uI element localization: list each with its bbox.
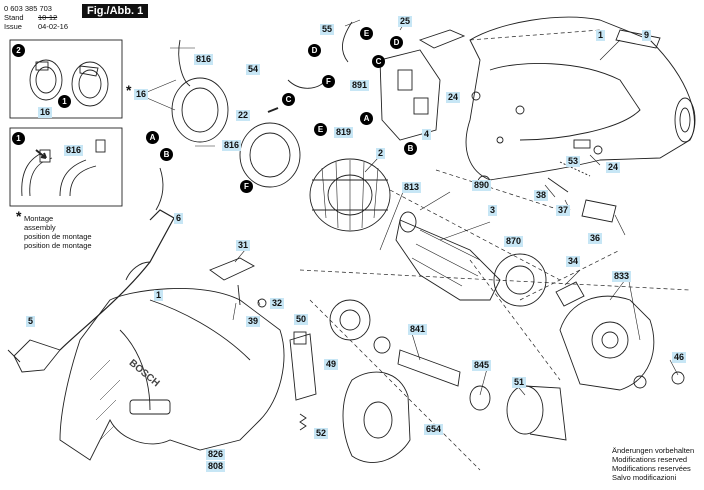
montage-star: * <box>16 208 22 224</box>
part-label-816: 816 <box>194 54 214 65</box>
montage-note: Montage assembly position de montage pos… <box>24 214 92 250</box>
marker-f: F <box>240 180 253 193</box>
part-label-31: 31 <box>236 240 251 251</box>
callout-lines <box>139 19 679 396</box>
note-fr: Modifications reservées <box>612 464 691 473</box>
part-label-1: 1 <box>154 290 164 301</box>
assembly-star: * <box>126 82 132 98</box>
stand-value: 10-12 <box>38 13 58 22</box>
part-label-55: 55 <box>320 24 335 35</box>
part-label-833: 833 <box>612 271 632 282</box>
part-label-34: 34 <box>566 256 581 267</box>
part-label-813: 813 <box>402 182 422 193</box>
part-label-50: 50 <box>294 314 309 325</box>
marker-a: A <box>360 112 373 125</box>
flange-drawing <box>555 281 685 391</box>
issue-label: Issue <box>4 22 22 31</box>
part-label-816: 816 <box>64 145 84 156</box>
stand-label: Stand <box>4 13 24 22</box>
part-label-16: 16 <box>38 107 53 118</box>
part-label-16: 16 <box>134 89 149 100</box>
part-label-826: 826 <box>206 449 226 460</box>
issue-value: 04-02-16 <box>38 22 69 31</box>
part-label-36: 36 <box>588 233 603 244</box>
part-label-24: 24 <box>606 162 621 173</box>
part-label-819: 819 <box>334 127 354 138</box>
marker-2: 2 <box>12 44 25 57</box>
marker-1: 1 <box>12 132 25 145</box>
switch-parts-drawing <box>209 257 317 431</box>
marker-1: 1 <box>58 95 71 108</box>
part-label-654: 654 <box>424 424 444 435</box>
part-label-845: 845 <box>472 360 492 371</box>
part-label-52: 52 <box>314 428 329 439</box>
part-label-46: 46 <box>672 352 687 363</box>
part-label-49: 49 <box>324 359 339 370</box>
part-label-3: 3 <box>488 205 498 216</box>
part-label-5: 5 <box>26 316 36 327</box>
part-label-870: 870 <box>504 236 524 247</box>
figure-label: Fig./Abb. 1 <box>82 4 149 18</box>
part-label-54: 54 <box>246 64 261 75</box>
montage-line-1: Montage <box>24 214 54 223</box>
leader-lines <box>299 29 691 471</box>
part-label-808: 808 <box>206 461 226 472</box>
part-label-9: 9 <box>642 30 652 41</box>
inset-brush-ring-drawing <box>29 59 109 107</box>
montage-line-3: position de montage <box>24 232 92 241</box>
inset-box-bottom <box>9 127 123 207</box>
marker-d: D <box>308 44 321 57</box>
part-label-6: 6 <box>174 213 184 224</box>
part-label-841: 841 <box>408 324 428 335</box>
part-label-38: 38 <box>534 190 549 201</box>
marker-e: E <box>314 123 327 136</box>
brush-holder-drawing <box>379 29 466 141</box>
marker-b: B <box>160 148 173 161</box>
part-label-39: 39 <box>246 316 261 327</box>
marker-c: C <box>282 93 295 106</box>
part-label-32: 32 <box>270 298 285 309</box>
montage-line-4: position de montage <box>24 241 92 250</box>
marker-f: F <box>322 75 335 88</box>
part-label-4: 4 <box>422 129 432 140</box>
part-label-37: 37 <box>556 205 571 216</box>
note-de: Änderungen vorbehalten <box>612 446 695 455</box>
gearbox-drawing <box>329 299 567 441</box>
cord-drawing <box>7 167 175 373</box>
brush-ring-drawing <box>171 77 301 188</box>
note-en: Modifications reserved <box>612 455 688 464</box>
marker-d: D <box>390 36 403 49</box>
housing-drawing <box>465 16 696 181</box>
note-it: Salvo modificazioni <box>612 473 677 482</box>
marker-b: B <box>404 142 417 155</box>
marker-a: A <box>146 131 159 144</box>
part-label-816: 816 <box>222 140 242 151</box>
part-label-890: 890 <box>472 180 492 191</box>
inset-box-top <box>9 39 123 119</box>
stator-drawing <box>309 158 391 232</box>
gear-housing-drawing <box>342 371 411 463</box>
marker-e: E <box>360 27 373 40</box>
part-label-53: 53 <box>566 156 581 167</box>
drill-body-drawing <box>59 288 285 461</box>
part-label-24: 24 <box>446 92 461 103</box>
part-label-51: 51 <box>512 377 527 388</box>
armature-drawing <box>395 211 547 307</box>
part-label-891: 891 <box>350 80 370 91</box>
montage-line-2: assembly <box>24 223 56 232</box>
marker-c: C <box>372 55 385 68</box>
modifications-note: Änderungen vorbehalten Modifications res… <box>612 446 694 482</box>
inset-brush-insert-drawing <box>21 139 106 197</box>
part-label-25: 25 <box>398 16 413 27</box>
part-label-22: 22 <box>236 110 251 121</box>
part-label-1: 1 <box>596 30 606 41</box>
small-parts-drawing <box>267 91 617 223</box>
part-number: 0 603 385 703 <box>4 4 52 13</box>
part-label-2: 2 <box>376 148 386 159</box>
